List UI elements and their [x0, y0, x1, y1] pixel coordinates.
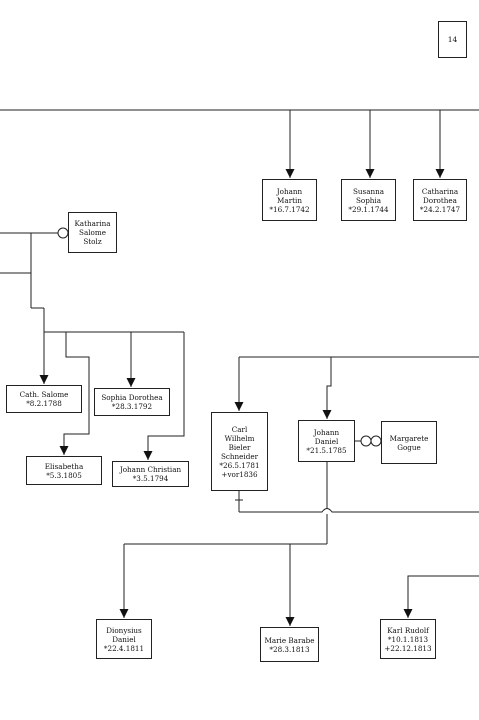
person-susanna-sophia[interactable]: Susanna Sophia *29.1.1744	[341, 179, 396, 221]
connector-johann-christian	[143, 332, 185, 460]
death-date: +22.12.1813	[384, 643, 432, 653]
connector-karl-rudolf	[403, 575, 479, 618]
birth-date: *28.3.1813	[269, 644, 310, 654]
page-number: 14	[447, 35, 458, 44]
marriage-circle-margarete-right	[370, 435, 382, 447]
person-carl-wilhelm[interactable]: Carl Wilhelm Bieler Schneider *26.5.1781…	[211, 412, 268, 491]
name-line: Dionysius	[106, 625, 142, 635]
name-line: Marie Barabe	[264, 635, 315, 645]
person-sophia-dorothea[interactable]: Sophia Dorothea *28.3.1792	[94, 388, 170, 416]
marriage-circle-katharina	[57, 227, 69, 239]
person-margarete-gogue[interactable]: Margarete Gogue	[381, 421, 437, 464]
death-date: +vor1836	[221, 469, 258, 479]
name-line: Margarete	[389, 433, 429, 443]
name-line: Johann Christian	[119, 465, 182, 474]
birth-date: *26.5.1781	[219, 460, 260, 470]
birth-date: *5.3.1805	[46, 470, 82, 480]
person-johann-martin[interactable]: Johann Martin *16.7.1742	[262, 179, 317, 221]
birth-date: *3.5.1794	[132, 474, 169, 483]
person-johann-daniel[interactable]: Johann Daniel *21.5.1785	[298, 420, 355, 462]
birth-date: *28.3.1792	[111, 402, 153, 411]
birth-date: *10.1.1813	[387, 634, 429, 644]
page-number-box: 14	[438, 21, 467, 58]
birth-date: *24.2.1747	[419, 204, 461, 214]
name-line: Bieler	[228, 442, 251, 452]
name-line: Sophia Dorothea	[101, 393, 163, 402]
name-line: Johann	[313, 427, 340, 437]
name-line: Daniel	[112, 634, 136, 644]
occupation: Schneider	[220, 451, 259, 461]
name-line: Gogue	[397, 442, 421, 452]
person-catharina-dorothea[interactable]: Catharina Dorothea *24.2.1747	[413, 179, 467, 221]
connector-johann-daniel	[322, 357, 332, 419]
name-line: Karl Rudolf	[387, 625, 429, 635]
name-line: Carl	[231, 424, 248, 434]
name-line: Wilhelm	[224, 433, 255, 443]
name-line: Cath. Salome	[19, 390, 69, 399]
birth-date: *29.1.1744	[348, 204, 389, 214]
marriage-circle-margarete-left	[360, 435, 372, 447]
connector-elisabetha	[59, 332, 90, 455]
person-dionysius-daniel[interactable]: Dionysius Daniel *22.4.1811	[96, 619, 152, 659]
birth-date: *21.5.1785	[306, 445, 347, 455]
person-elisabetha[interactable]: Elisabetha *5.3.1805	[26, 456, 102, 485]
name-line: Dorothea	[423, 195, 457, 205]
birth-date: *16.7.1742	[269, 204, 310, 214]
birth-date: *8.2.1788	[26, 399, 62, 408]
name-line: Susanna	[352, 186, 385, 196]
person-cath-salome[interactable]: Cath. Salome *8.2.1788	[6, 385, 82, 413]
person-katharina-salome[interactable]: Katharina Salome Stolz	[68, 212, 117, 253]
name-line: Katharina	[74, 219, 111, 228]
name-line: Johann	[276, 186, 303, 196]
name-line: Salome	[79, 228, 106, 237]
name-line: Martin	[277, 195, 302, 205]
name-line: Elisabetha	[44, 461, 84, 471]
name-line: Sophia	[355, 195, 382, 205]
person-johann-christian[interactable]: Johann Christian *3.5.1794	[112, 461, 189, 487]
carl-marriage-line	[239, 508, 479, 513]
name-line: Stolz	[83, 237, 102, 246]
person-marie-barabe[interactable]: Marie Barabe *28.3.1813	[260, 627, 319, 662]
person-karl-rudolf[interactable]: Karl Rudolf *10.1.1813 +22.12.1813	[380, 619, 436, 659]
birth-date: *22.4.1811	[103, 643, 145, 653]
name-line: Catharina	[421, 186, 459, 196]
name-line: Daniel	[314, 436, 339, 446]
